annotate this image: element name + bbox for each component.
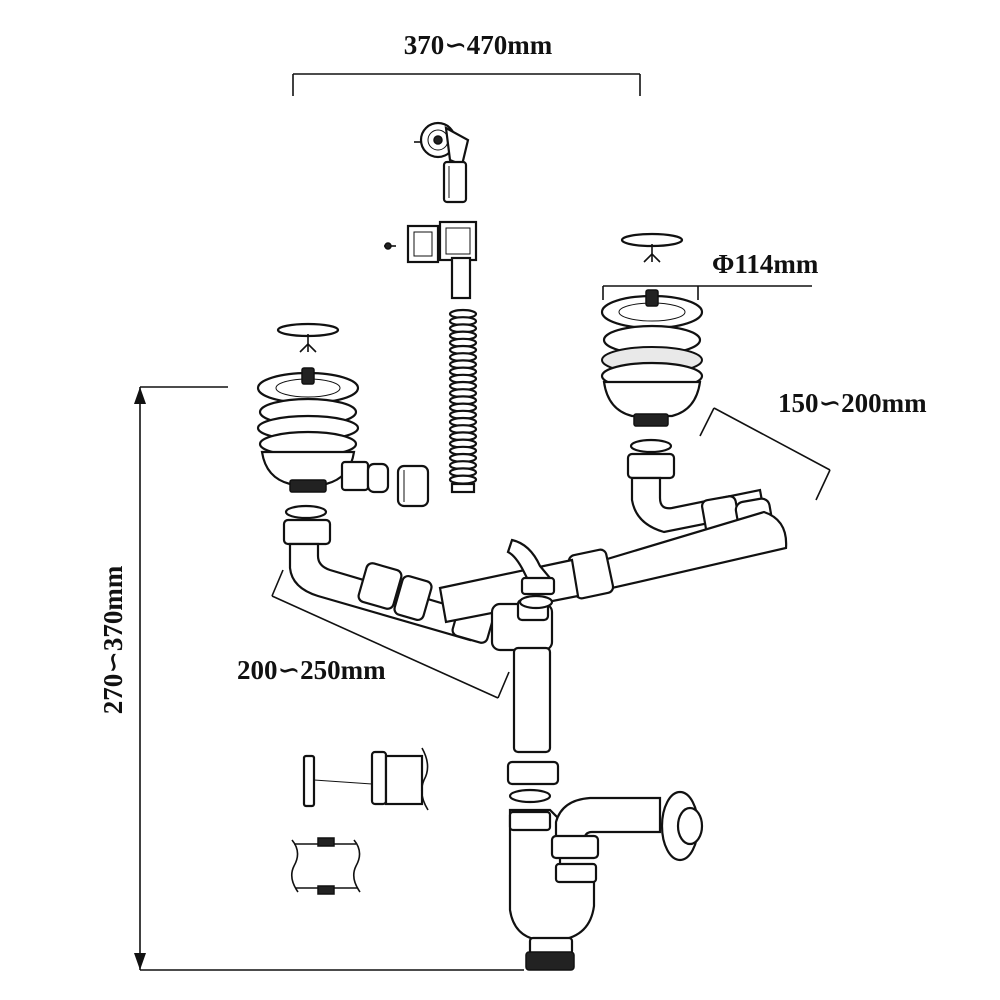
overflow-head-icon [414,121,470,204]
dimension-diameter: Φ114mm [602,249,819,300]
pipe-cut-detail-icon [290,837,361,895]
dimension-top-width-label: 370∽470mm [404,30,553,60]
dimension-height: 270∽370mm [98,386,524,971]
pipe-assembly [282,476,788,754]
washer-detail-icon [302,747,429,811]
bottle-trap-icon [506,760,704,971]
dimension-diameter-label: Φ114mm [712,249,819,279]
hose-end [450,482,476,494]
overflow-plate-icon [384,220,478,300]
left-strainer-icon [256,322,430,508]
hose-rib [448,474,478,485]
dimension-right-offset: 150∽200mm [699,388,927,501]
dimension-left-offset: 200∽250mm [237,569,510,699]
right-strainer-icon [600,232,704,480]
dimension-right-offset-label: 150∽200mm [778,388,927,418]
dimension-top-width: 370∽470mm [292,30,641,96]
dimension-height-label: 270∽370mm [98,565,128,714]
overflow-hose-icon [448,308,478,494]
dimension-left-offset-label: 200∽250mm [237,655,386,685]
